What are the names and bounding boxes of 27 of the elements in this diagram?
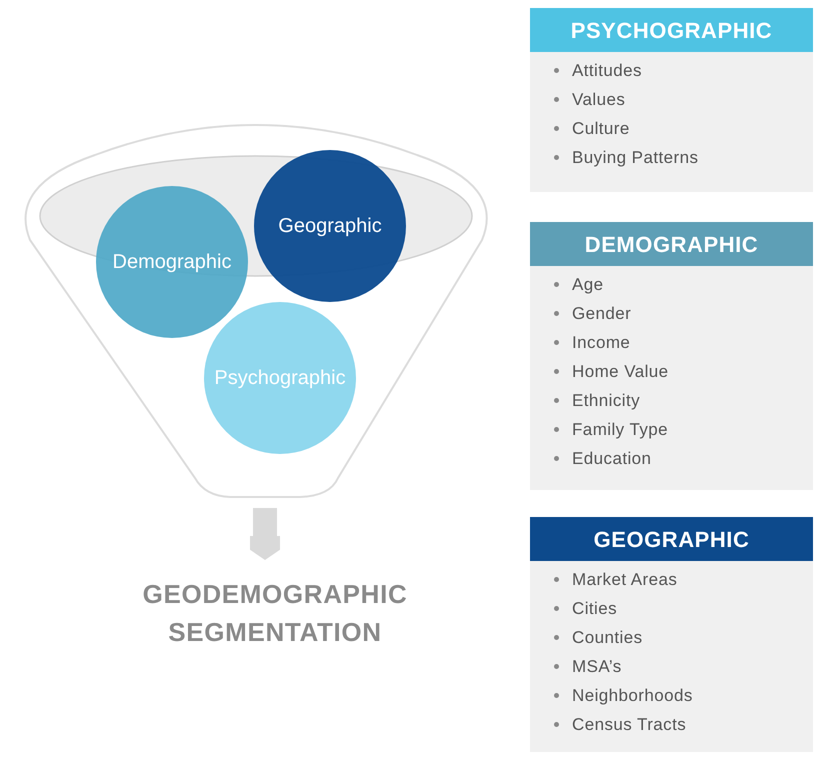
list-item: Education: [572, 448, 652, 470]
list-item: Values: [572, 88, 626, 110]
circle-label: Demographic: [112, 250, 232, 274]
list-item: Family Type: [572, 418, 668, 440]
list-item: Buying Patterns: [572, 146, 698, 168]
category-card: [530, 222, 813, 490]
list-item: Cities: [572, 598, 618, 620]
result-label: GEODEMOGRAPHIC SEGMENTATION: [110, 575, 440, 651]
list-item: Counties: [572, 626, 642, 648]
category-card: [530, 517, 813, 752]
list-item: Census Tracts: [572, 714, 686, 736]
list-item: Market Areas: [572, 568, 678, 590]
category-card: [530, 8, 813, 192]
card-header: GEOGRAPHIC: [530, 517, 813, 561]
list-item: MSA’s: [572, 656, 622, 678]
list-item: Income: [572, 332, 630, 354]
list-item: Culture: [572, 118, 630, 140]
card-header: PSYCHOGRAPHIC: [530, 8, 813, 52]
list-item: Ethnicity: [572, 390, 640, 412]
list-item: Age: [572, 274, 604, 296]
list-item: Neighborhoods: [572, 684, 693, 706]
list-item: Home Value: [572, 360, 669, 382]
list-item: Attitudes: [572, 60, 642, 82]
card-header: DEMOGRAPHIC: [530, 222, 813, 266]
circle-label: Psychographic: [214, 366, 346, 390]
circle-label: Geographic: [278, 214, 382, 238]
list-item: Gender: [572, 302, 632, 324]
